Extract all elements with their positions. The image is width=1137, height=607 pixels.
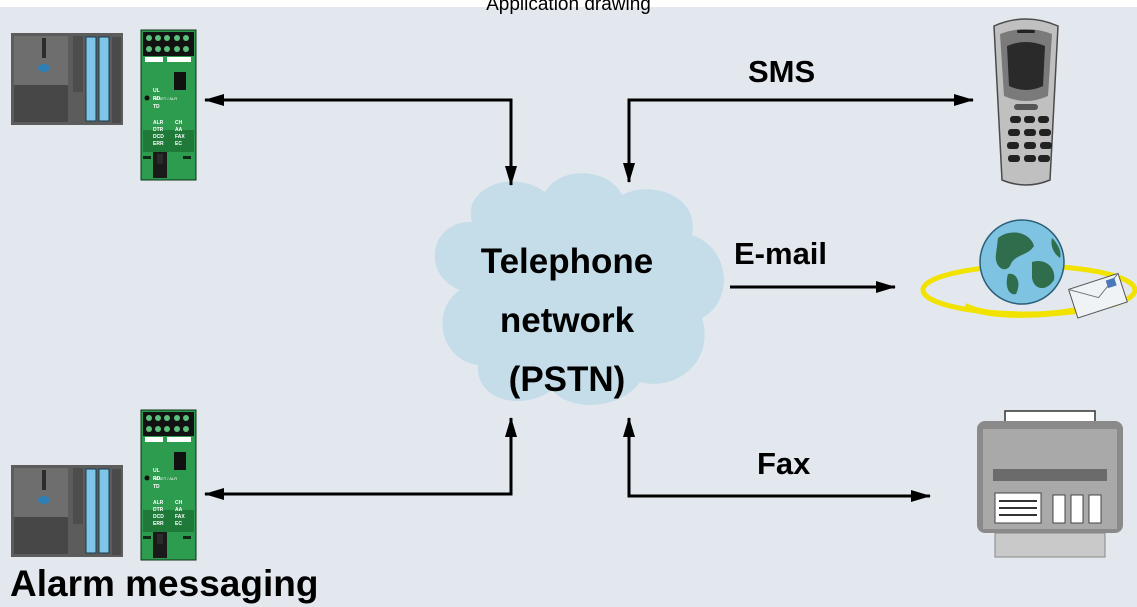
diagram-title: Application drawing	[486, 0, 651, 15]
fax-machine-icon	[976, 410, 1124, 558]
modem-bottom-led-label: UL	[153, 468, 160, 474]
modem-top-reset-label: RESET / ALR	[153, 96, 177, 101]
modem-bottom-led-label: FAX	[175, 514, 185, 520]
modem-top-led-label: RD	[153, 96, 161, 102]
modem-top-led-label: FAX	[175, 134, 185, 140]
alarm-modem-bottom-icon	[140, 409, 197, 561]
arrow-pstn-to-plc-top	[204, 94, 513, 185]
arrow-to-sms	[627, 94, 974, 182]
network-label-line2: network	[499, 301, 635, 340]
modem-top-led-label: ERR	[153, 141, 164, 147]
modem-top-led-label: TD	[153, 104, 160, 110]
mobile-phone-icon	[993, 18, 1059, 186]
alarm-messaging-caption: Alarm messaging	[10, 563, 319, 604]
modem-top-led-label: DCD	[153, 134, 164, 140]
modem-top-led-label: CH	[175, 120, 183, 126]
email-label: E-mail	[734, 236, 828, 271]
network-label-line1: Telephone	[480, 242, 654, 281]
plc-bottom-icon	[10, 464, 124, 558]
modem-bottom-led-label: ALR	[153, 500, 164, 506]
email-globe-icon	[920, 219, 1137, 319]
modem-top-led-label: EC	[175, 141, 182, 147]
modem-bottom-reset-label: RESET / ALR	[153, 476, 177, 481]
modem-top-led-label: UL	[153, 88, 160, 94]
alarm-modem-top-icon	[140, 29, 197, 181]
modem-bottom-led-label: CH	[175, 500, 183, 506]
modem-bottom-led-label: TD	[153, 484, 160, 490]
modem-bottom-led-label: DCD	[153, 514, 164, 520]
fax-label: Fax	[757, 446, 811, 481]
modem-top-led-label: AA	[175, 127, 183, 133]
modem-bottom-led-label: ERR	[153, 521, 164, 527]
modem-bottom-led-label: RD	[153, 476, 161, 482]
network-label: Telephone network (PSTN)	[447, 232, 687, 409]
plc-top-icon	[10, 32, 124, 126]
network-label-line3: (PSTN)	[508, 360, 626, 399]
sms-label: SMS	[748, 54, 816, 89]
modem-top-led-label: DTR	[153, 127, 164, 133]
arrow-pstn-to-plc-bottom	[204, 418, 513, 500]
modem-bottom-led-label: AA	[175, 507, 183, 513]
modem-bottom-led-label: EC	[175, 521, 182, 527]
modem-bottom-led-label: DTR	[153, 507, 164, 513]
modem-top-led-label: ALR	[153, 120, 164, 126]
telephone-network-cloud	[434, 173, 724, 405]
